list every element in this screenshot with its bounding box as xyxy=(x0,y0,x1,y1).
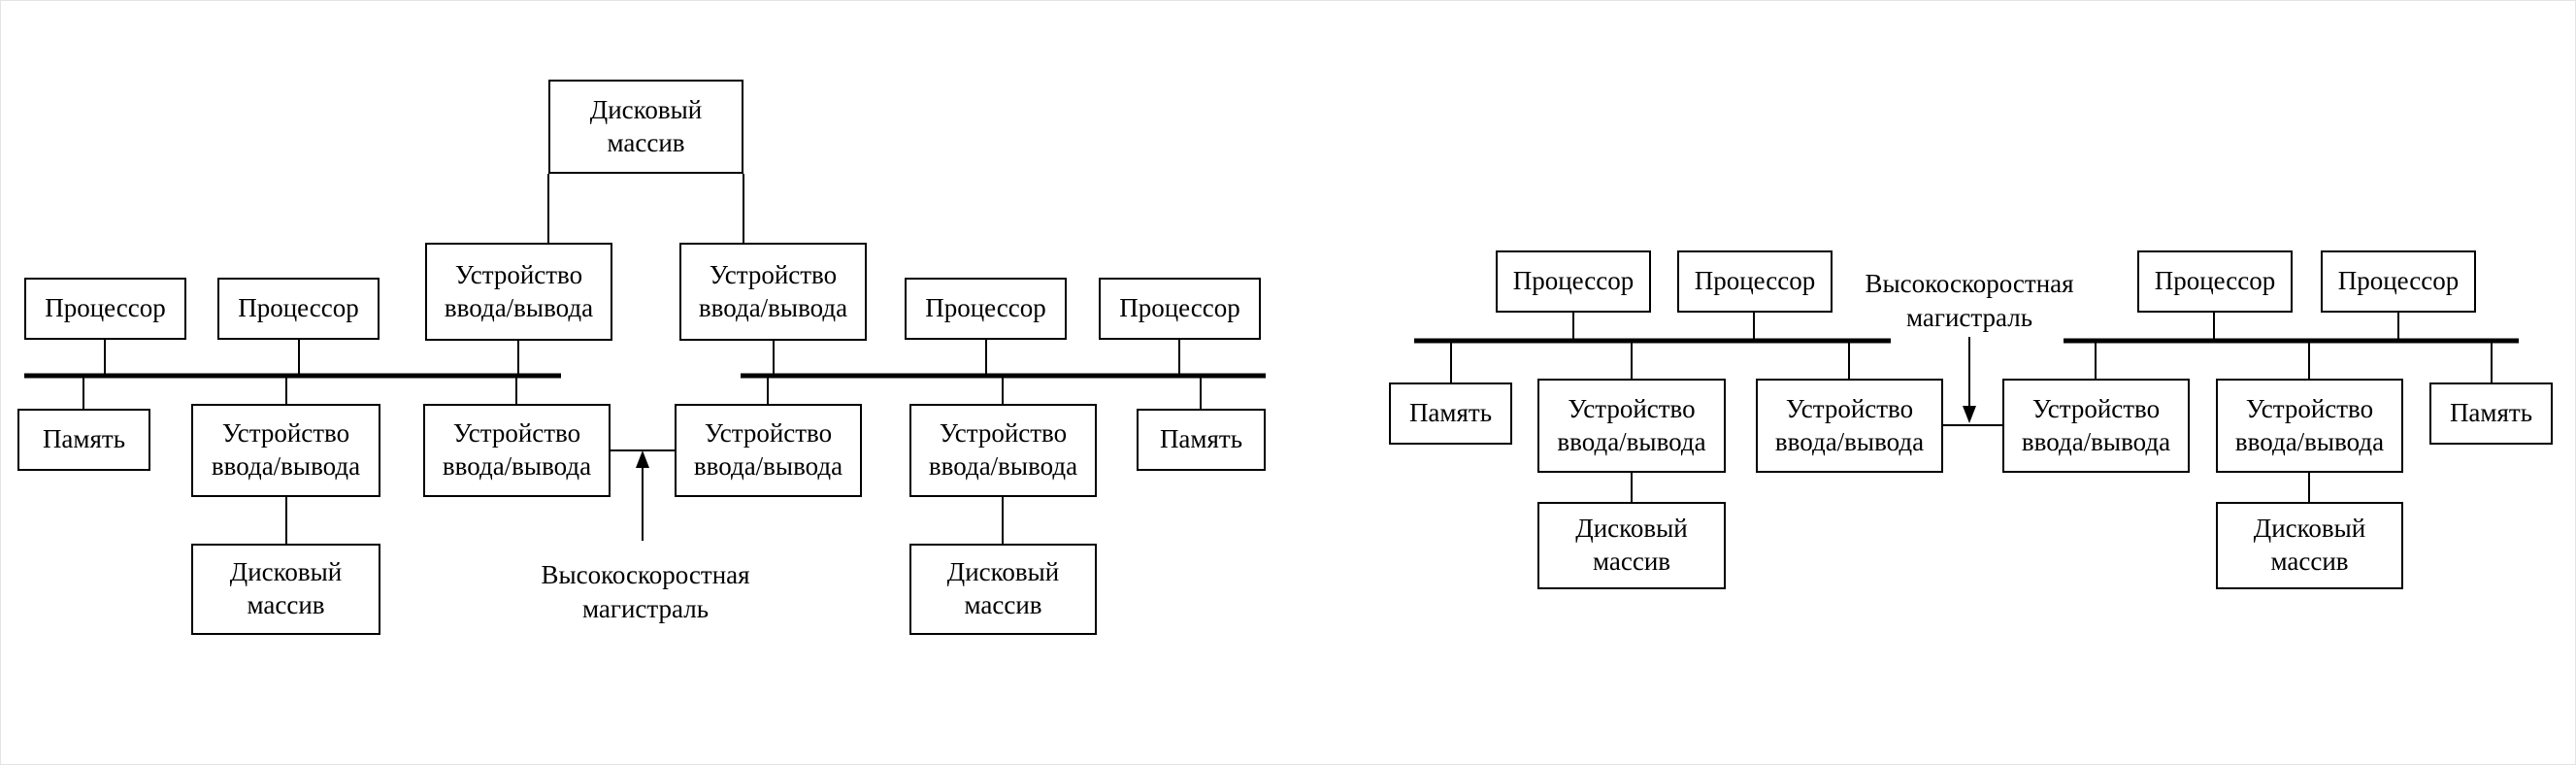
right-io-device-4-box: Устройство ввода/вывода xyxy=(2216,379,2403,473)
right-processor-4-box: Процессор xyxy=(2321,250,2476,313)
left-processor-4-box: Процессор xyxy=(1099,278,1261,340)
right-memory-2-box: Память xyxy=(2429,382,2553,445)
left-io-device-lower-1-box: Устройство ввода/вывода xyxy=(191,404,380,497)
right-processor-2-box: Процессор xyxy=(1677,250,1833,313)
left-memory-1-box: Память xyxy=(17,409,150,471)
left-io-device-lower-2-box: Устройство ввода/вывода xyxy=(423,404,611,497)
system-bus-lines xyxy=(24,338,2519,379)
right-io-device-2-box: Устройство ввода/вывода xyxy=(1756,379,1943,473)
left-processor-1-box: Процессор xyxy=(24,278,186,340)
right-io-device-1-box: Устройство ввода/вывода xyxy=(1537,379,1726,473)
right-disk-array-2-box: Дисковый массив xyxy=(2216,502,2403,589)
left-io-device-upper-2-box: Устройство ввода/вывода xyxy=(679,243,867,341)
arrow-down-head xyxy=(1963,406,1976,423)
arrow-heads xyxy=(636,406,1976,468)
left-disk-array-1-box: Дисковый массив xyxy=(191,544,380,635)
right-io-device-3-box: Устройство ввода/вывода xyxy=(2002,379,2190,473)
connector-lines xyxy=(83,174,2493,544)
right-highspeed-bus-label: Высокоскоростная магистраль xyxy=(1865,269,2074,333)
arrow-up-head xyxy=(636,450,649,468)
left-disk-array-top-box: Дисковый массив xyxy=(548,80,743,174)
right-memory-1-box: Память xyxy=(1389,382,1512,445)
left-io-device-upper-1-box: Устройство ввода/вывода xyxy=(425,243,612,341)
right-disk-array-1-box: Дисковый массив xyxy=(1537,502,1726,589)
right-processor-3-box: Процессор xyxy=(2137,250,2293,313)
left-processor-2-box: Процессор xyxy=(217,278,380,340)
left-io-device-lower-3-box: Устройство ввода/вывода xyxy=(675,404,862,497)
left-io-device-lower-4-box: Устройство ввода/вывода xyxy=(909,404,1097,497)
right-processor-1-box: Процессор xyxy=(1496,250,1651,313)
left-processor-3-box: Процессор xyxy=(905,278,1067,340)
left-disk-array-2-box: Дисковый массив xyxy=(909,544,1097,635)
left-highspeed-bus-label: Высокоскоростная магистраль xyxy=(541,560,750,624)
left-memory-2-box: Память xyxy=(1137,409,1266,471)
